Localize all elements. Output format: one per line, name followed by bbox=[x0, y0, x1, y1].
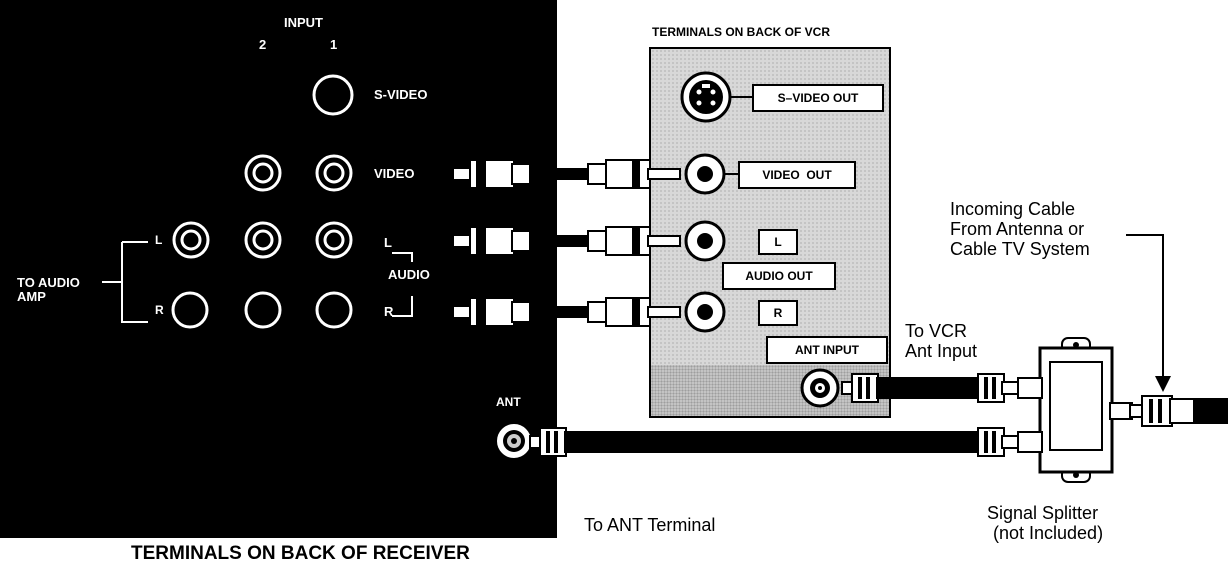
vcr-caption: TERMINALS ON BACK OF VCR bbox=[652, 25, 830, 39]
incoming-cable-label-1: Incoming Cable bbox=[950, 199, 1076, 219]
receiver-caption: TERMINALS ON BACK OF RECEIVER bbox=[131, 543, 470, 564]
amp-l-label: L bbox=[155, 233, 163, 247]
vcr-rca-jacks bbox=[684, 153, 738, 333]
signal-splitter bbox=[1017, 337, 1133, 483]
ant-input-label: ANT INPUT bbox=[766, 336, 888, 364]
incoming-cable-label-3: Cable TV System bbox=[950, 239, 1090, 259]
incoming-cable bbox=[1129, 395, 1228, 427]
vcr-audio-l-label: L bbox=[758, 229, 798, 255]
audio-bracket bbox=[392, 252, 413, 317]
video-label: VIDEO bbox=[374, 166, 415, 181]
input-label: INPUT bbox=[284, 15, 323, 30]
to-audio-amp-label: TO AUDIO bbox=[17, 275, 80, 290]
audio-r-cable bbox=[454, 297, 681, 327]
to-audio-amp-label-2: AMP bbox=[17, 289, 46, 304]
svideo-out-label: S–VIDEO OUT bbox=[752, 84, 884, 112]
audio-l-cable bbox=[454, 226, 681, 256]
receiver-ant-jack bbox=[497, 424, 531, 458]
audio-r-label: R bbox=[384, 304, 394, 319]
to-vcr-label-2: Ant Input bbox=[905, 341, 978, 361]
receiver-svideo-jack bbox=[312, 74, 354, 116]
receiver-rca-jacks bbox=[171, 154, 353, 329]
coax-receiver-cable bbox=[529, 427, 1019, 457]
svideo-label: S-VIDEO bbox=[374, 87, 428, 102]
video-out-label: VIDEO OUT bbox=[738, 161, 856, 189]
audio-amp-bracket bbox=[102, 241, 148, 323]
vcr-ant-input-jack bbox=[800, 368, 840, 408]
receiver-back-panel bbox=[0, 0, 557, 538]
to-ant-terminal-label: To ANT Terminal bbox=[584, 515, 716, 535]
input-1-label: 1 bbox=[330, 37, 338, 52]
incoming-arrow bbox=[1126, 234, 1171, 392]
to-vcr-label-1: To VCR bbox=[905, 321, 968, 341]
rca-cables bbox=[454, 159, 681, 327]
amp-r-label: R bbox=[155, 303, 164, 317]
vcr-svideo-jack bbox=[680, 71, 752, 123]
splitter-label-1: Signal Splitter bbox=[987, 503, 1099, 523]
audio-out-label: AUDIO OUT bbox=[722, 262, 836, 290]
coax-vcr-cable bbox=[841, 373, 1019, 403]
audio-label: AUDIO bbox=[388, 267, 430, 282]
incoming-cable-label-2: From Antenna or bbox=[950, 219, 1085, 239]
input-2-label: 2 bbox=[259, 37, 267, 52]
vcr-audio-r-label: R bbox=[758, 300, 798, 326]
video-cable bbox=[454, 159, 681, 189]
ant-label: ANT bbox=[496, 395, 521, 409]
splitter-label-2: (not Included) bbox=[993, 523, 1104, 543]
audio-l-label: L bbox=[384, 235, 392, 250]
